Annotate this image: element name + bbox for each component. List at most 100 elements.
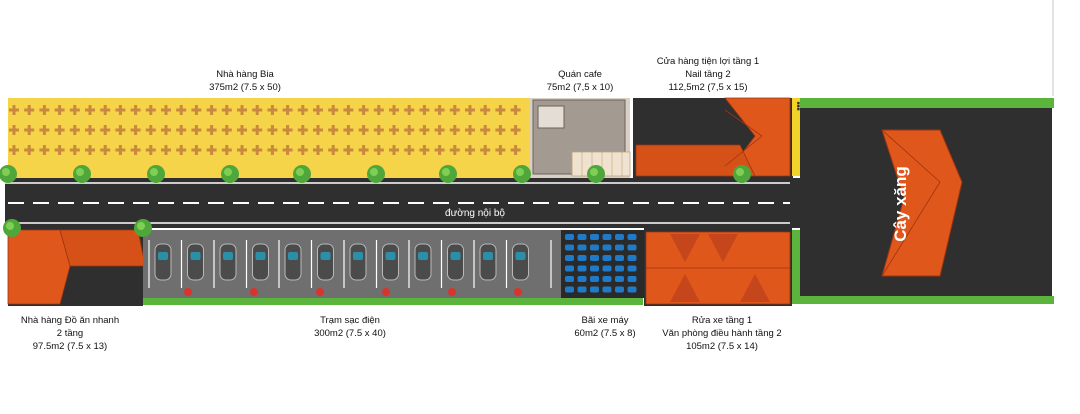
flower-beds: [184, 288, 522, 296]
beer-table: [221, 108, 232, 112]
beer-table: [115, 108, 126, 112]
beer-table: [465, 148, 475, 152]
zone-name: Nhà hàng Bia: [216, 69, 274, 80]
beer-table: [495, 148, 506, 152]
ev-car-window: [515, 252, 526, 260]
beer-table: [343, 128, 354, 132]
beer-table: [191, 148, 202, 152]
motorbike: [577, 255, 587, 261]
motorbike: [602, 255, 612, 261]
beer-table: [24, 148, 35, 152]
motorbike: [590, 276, 599, 282]
beer-table: [252, 108, 263, 112]
motorbike: [627, 276, 637, 282]
beer-table: [282, 108, 293, 112]
motorbike: [615, 234, 624, 240]
motorbike: [615, 265, 624, 272]
beer-table: [9, 148, 19, 152]
beer-table: [145, 108, 156, 112]
convenience-store-label: Cửa hàng tiện lợi tầng 1 Nail tầng 2 112…: [638, 55, 778, 94]
beer-table: [373, 148, 384, 152]
beer-table: [465, 108, 475, 112]
motorbike: [590, 244, 599, 251]
beer-table: [69, 148, 80, 152]
beer-table: [130, 128, 141, 132]
beer-table: [434, 128, 445, 132]
beer-table: [237, 148, 247, 152]
beer-table: [313, 148, 323, 152]
beer-table: [510, 108, 521, 112]
beer-table: [358, 128, 369, 132]
beer-table: [404, 108, 415, 112]
roof-ridge: [724, 109, 763, 137]
gas-station-label: Cây xăng: [891, 166, 910, 242]
ev-car-window: [288, 252, 298, 260]
beer-table: [404, 148, 415, 152]
ev-car-window: [320, 252, 331, 260]
tree-highlight: [296, 168, 304, 176]
tree-highlight: [370, 168, 378, 176]
motorbike: [602, 244, 612, 251]
ev-car-window: [190, 252, 201, 260]
zone-name: Rửa xe tầng 1: [691, 315, 753, 326]
beer-table: [373, 108, 384, 112]
motorbike: [590, 286, 599, 293]
zone-area: 75m2 (7,5 x 10): [546, 82, 614, 93]
beer-table: [161, 128, 171, 132]
tree-highlight: [590, 168, 598, 176]
zone-area: 60m2 (7.5 x 8): [574, 328, 636, 339]
flower-bed: [514, 288, 522, 296]
ev-charging-label: Trạm sạc điện 300m2 (7.5 x 40): [290, 314, 410, 340]
beer-table: [480, 108, 491, 112]
roof-peak: [740, 274, 770, 302]
beer-table: [465, 128, 475, 132]
zone-area: 112,5m2 (7,5 x 15): [668, 82, 748, 93]
beer-table: [85, 108, 95, 112]
beer-table: [358, 148, 369, 152]
beer-table: [389, 148, 399, 152]
ev-car: [349, 243, 367, 281]
motorbike-parking-label: Bãi xe máy 60m2 (7.5 x 8): [560, 314, 650, 340]
beer-table: [510, 148, 521, 152]
beer-table: [115, 148, 126, 152]
ev-car: [154, 243, 172, 281]
beer-table: [449, 148, 460, 152]
motorbike: [627, 234, 637, 240]
beer-table: [221, 128, 232, 132]
zone-name: Cửa hàng tiện lợi tầng 1: [656, 56, 760, 67]
motorbike: [565, 286, 574, 293]
ev-charging-slots: [148, 240, 552, 288]
beer-table: [39, 108, 50, 112]
ev-car-window: [353, 252, 363, 260]
motorbike: [577, 276, 587, 282]
ev-car-window: [158, 252, 168, 260]
beer-table: [389, 108, 399, 112]
beer-table: [419, 148, 430, 152]
ev-car-window: [255, 252, 266, 260]
ev-car-window: [450, 252, 461, 260]
beer-table: [282, 128, 293, 132]
beer-table: [389, 128, 399, 132]
zone-name: Nhà hàng Đồ ăn nhanh: [20, 315, 120, 326]
flower-bed: [250, 288, 258, 296]
ev-car: [414, 243, 432, 281]
beer-table: [297, 148, 308, 152]
zone-name-2: 2 tầng: [56, 328, 84, 339]
beer-table: [206, 148, 217, 152]
motorbike: [627, 244, 637, 251]
roof-ridge: [724, 135, 763, 167]
motorbike: [615, 244, 624, 251]
beer-table: [495, 108, 506, 112]
motorbike: [577, 286, 587, 293]
beer-table: [328, 108, 339, 112]
fast-food-roof-main: [7, 229, 71, 305]
beer-table: [237, 108, 247, 112]
beer-table: [9, 128, 19, 132]
road-label: đường nội bộ: [445, 208, 505, 219]
beer-table: [115, 128, 126, 132]
tree-highlight: [6, 222, 14, 230]
tree-highlight: [516, 168, 524, 176]
motorbike: [590, 265, 599, 272]
beer-table: [404, 128, 415, 132]
trees: [0, 165, 751, 237]
